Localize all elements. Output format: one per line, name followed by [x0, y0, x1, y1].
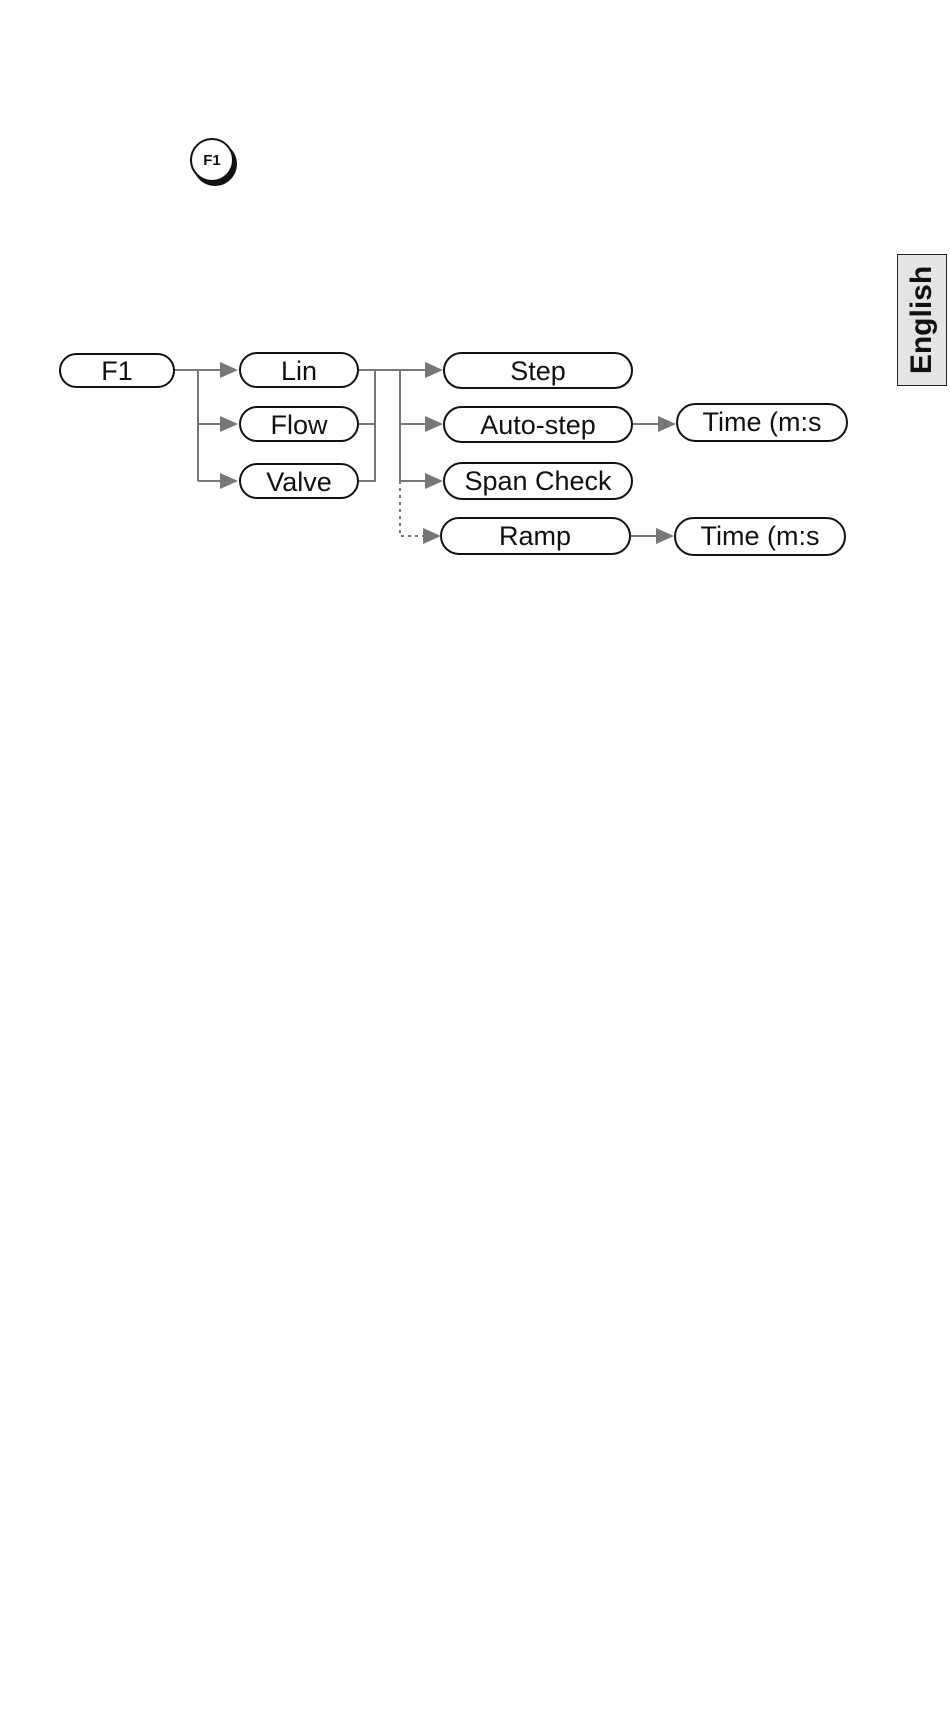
connector-to-ramp-dotted [400, 481, 423, 536]
node-flow-label: Flow [270, 410, 328, 440]
node-span-check-label: Span Check [464, 466, 612, 496]
node-ramp: Ramp [441, 518, 630, 554]
node-ramp-time: Time (m:s [675, 518, 845, 555]
node-auto-step-time-label: Time (m:s [703, 407, 822, 437]
node-valve: Valve [240, 464, 358, 498]
arrow-to-ramp-time [656, 528, 674, 544]
node-flow: Flow [240, 407, 358, 441]
arrow-to-lin [220, 362, 238, 378]
diagram-connectors [174, 362, 676, 544]
arrow-to-span-check [425, 473, 443, 489]
node-valve-label: Valve [266, 467, 332, 497]
node-lin: Lin [240, 353, 358, 387]
connector-level1-merge [358, 370, 400, 481]
arrow-to-ramp [423, 528, 441, 544]
node-f1: F1 [60, 354, 174, 387]
node-auto-step-label: Auto-step [480, 410, 596, 440]
arrow-to-valve [220, 473, 238, 489]
node-auto-step: Auto-step [444, 407, 632, 442]
node-step: Step [444, 353, 632, 388]
arrow-to-auto-step-time [658, 416, 676, 432]
node-auto-step-time: Time (m:s [677, 404, 847, 441]
node-lin-label: Lin [281, 356, 317, 386]
node-span-check: Span Check [444, 463, 632, 499]
arrow-to-auto-step [425, 416, 443, 432]
connector-f1-trunk [174, 370, 198, 481]
node-f1-label: F1 [101, 356, 133, 386]
node-step-label: Step [510, 356, 566, 386]
node-ramp-label: Ramp [499, 521, 571, 551]
node-ramp-time-label: Time (m:s [701, 521, 820, 551]
arrow-to-step [425, 362, 443, 378]
arrow-to-flow [220, 416, 238, 432]
